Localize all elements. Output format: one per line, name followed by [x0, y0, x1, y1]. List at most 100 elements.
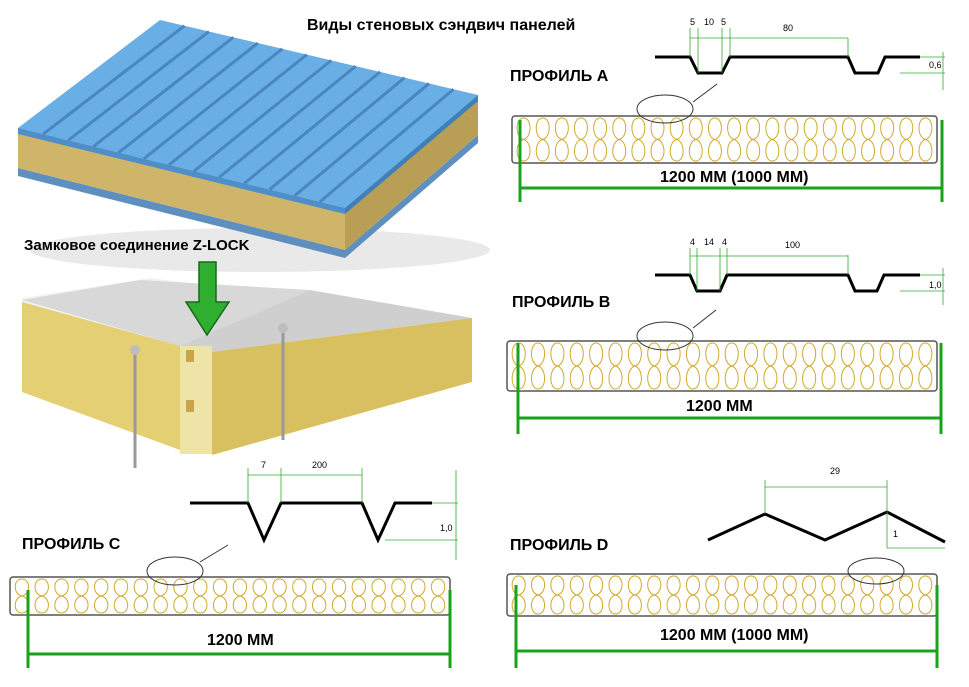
panel-rib [268, 76, 406, 191]
wool-fibre-loop [531, 575, 546, 615]
wool-fibre-loop [627, 575, 642, 615]
wool-fibre-loop [821, 342, 836, 390]
profile-a-dim-3: 5 [721, 17, 726, 27]
profile-c-section: 7 200 1,0 [9, 460, 458, 668]
wool-fibre-loop [511, 575, 526, 615]
wool-fibre-loop [840, 342, 855, 390]
wool-fibre-loop [724, 342, 739, 390]
wool-fibre-loop [193, 578, 208, 614]
wool-fibre-loop [744, 575, 759, 615]
wool-fibre-loop [860, 575, 875, 615]
wool-fibre-loop [782, 575, 797, 615]
wool-fibre-loop [391, 578, 406, 614]
wool-fibre-loop [821, 575, 836, 615]
wool-fibre-loop [822, 117, 837, 162]
wool-fibre-loop [351, 578, 367, 614]
wool-fibre-loop [93, 578, 109, 614]
profile-d-dim-1: 29 [830, 466, 840, 476]
wool-fibre-loop [252, 578, 267, 614]
wool-fibre-loop [153, 578, 168, 614]
profile-a-label: ПРОФИЛЬ А [510, 68, 609, 85]
wool-fibre-loop [802, 342, 817, 390]
wool-fibre-loop [650, 117, 665, 162]
wool-fibre-loop [411, 578, 426, 614]
wool-fibre-loop [782, 342, 797, 390]
wool-fibre-loop [569, 342, 584, 390]
wool-fibre-loop [765, 117, 780, 162]
wool-fibre-loop [173, 578, 188, 614]
panel-rib [243, 70, 382, 185]
profile-d-label: ПРОФИЛЬ D [510, 537, 609, 554]
wool-fibre-loop [589, 342, 604, 390]
wool-fibre-loop [74, 578, 89, 614]
profile-b-label: ПРОФИЛЬ В [512, 294, 611, 311]
wool-fibre-loop [133, 578, 149, 614]
profile-a-section: 5 10 5 80 0,6 [511, 17, 945, 202]
wool-fibre-loop [880, 117, 895, 162]
wool-fibre-loop [879, 575, 894, 615]
wool-fibre-loop [688, 117, 703, 162]
profile-d-width-label: 1200 ММ (1000 ММ) [660, 627, 809, 644]
profile-b-section: 4 14 4 100 1,0 [506, 237, 945, 434]
wool-fibre-loop [531, 342, 546, 390]
wool-fibre-loop [860, 342, 875, 390]
wool-fibre-loop [627, 342, 642, 390]
wool-fibre-loop [113, 578, 129, 614]
wool-fibre-loop [666, 342, 681, 390]
wool-fibre-loop [763, 575, 778, 615]
wool-fibre-loop [608, 575, 623, 615]
profile-b-thickness: 1,0 [929, 280, 942, 290]
zlock-label: Замковое соединение Z-LOCK [24, 237, 250, 254]
wool-fibre-loop [647, 575, 662, 615]
panel-rib [67, 30, 210, 142]
profile-b-width-label: 1200 ММ [686, 398, 753, 415]
wool-fibre-loop [535, 117, 550, 162]
wool-fibre-loop [763, 342, 778, 390]
panel-rib [142, 47, 284, 160]
wool-fibre-loop [608, 342, 623, 390]
panel-rib [318, 88, 455, 203]
wool-fibre-loop [744, 342, 759, 390]
wool-fibre-loop [918, 342, 933, 390]
wool-fibre-loop [212, 578, 228, 614]
wool-fibre-loop [631, 117, 646, 162]
profile-d-section: 29 1 [506, 466, 946, 668]
profile-a-thickness: 0,6 [929, 60, 942, 70]
blue-sandwich-panel-illustration [18, 20, 490, 272]
wool-fibre-loop [593, 117, 608, 162]
profile-c-thickness: 1,0 [440, 523, 453, 533]
wool-fibre-loop [589, 575, 604, 615]
wool-fibre-loop [272, 578, 287, 614]
diagram-title: Виды стеновых сэндвич панелей [307, 17, 576, 34]
profile-b-dim-1: 4 [690, 237, 695, 247]
panel-rib [293, 82, 431, 197]
panel-rib [42, 24, 186, 136]
wool-fibre-loop [685, 575, 700, 615]
wool-fibre-loop [727, 117, 742, 162]
profile-c-dim-1: 7 [261, 460, 266, 470]
wool-fibre-loop [647, 342, 662, 390]
zlock-panel-illustration [22, 261, 472, 468]
wool-fibre-loop [430, 578, 446, 614]
wool-fibre-loop [879, 342, 894, 390]
wool-fibre-loop [898, 575, 913, 615]
profile-a-dim-1: 5 [690, 17, 695, 27]
wool-fibre-loop [669, 117, 684, 162]
profile-a-dim-4: 80 [783, 23, 793, 33]
wool-fibre-loop [34, 578, 49, 614]
wool-fibre-loop [705, 575, 720, 615]
wool-fibre-loop [292, 578, 307, 614]
wool-fibre-loop [899, 117, 914, 162]
profile-c-width-label: 1200 ММ [207, 632, 274, 649]
wool-fibre-loop [331, 578, 347, 614]
panel-rib [218, 64, 357, 179]
profile-b-dim-4: 100 [785, 240, 800, 250]
wool-fibre-loop [574, 117, 588, 162]
profile-a-width-label: 1200 ММ (1000 ММ) [660, 169, 809, 186]
profile-d-dim-2: 1 [893, 529, 898, 539]
profile-c-label: ПРОФИЛЬ С [22, 536, 121, 553]
wool-fibre-loop [918, 117, 933, 162]
profile-b-dim-2: 14 [704, 237, 714, 247]
